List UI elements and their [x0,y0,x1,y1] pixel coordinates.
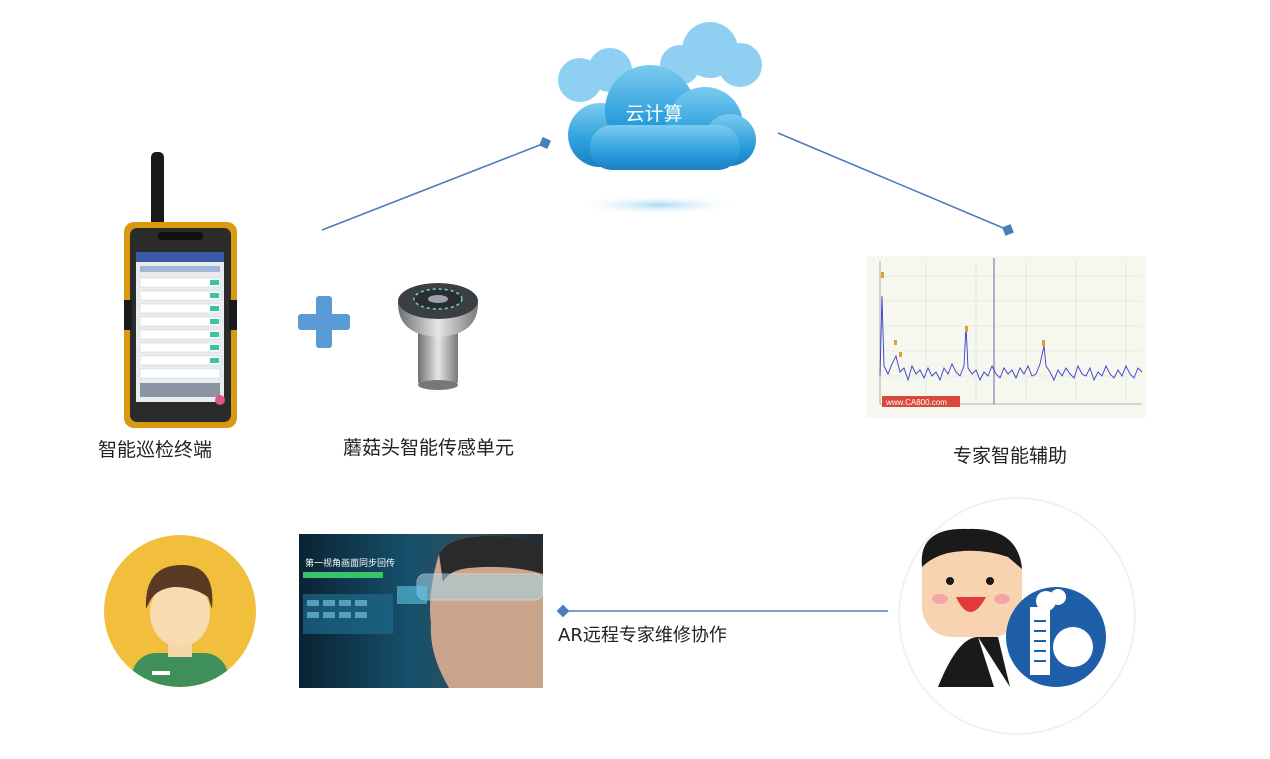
ar-scene-graphic [303,535,543,688]
mushroom-sensor [390,275,485,390]
sensor-icon [398,283,478,390]
rugged-phone-icon [124,152,237,428]
terminal-label: 智能巡检终端 [98,439,213,461]
terminal-to-cloud-arrow [321,137,551,231]
worker-avatar [104,535,256,687]
spectrum-plot: www.CA800.com [879,258,1143,407]
cloud-label: 云计算 [625,103,683,125]
plus-icon [298,296,350,348]
expert-assist-label: 专家智能辅助 [953,445,1068,467]
cloud-computing-node: 云计算 [540,15,775,220]
ar-overlay-text: 第一视角画面同步回传 [305,559,396,569]
cloud-icon [558,22,762,215]
cloud-to-expert-arrow [777,132,1014,236]
sensor-label: 蘑菇头智能传感单元 [343,437,515,459]
ar-collaboration-label: AR远程专家维修协作 [558,625,727,646]
ar-glasses-photo: 第一视角画面同步回传 [299,534,543,688]
inspection-terminal [118,150,243,430]
expert-cartoon-icon [898,497,1136,735]
spectrum-watermark: www.CA800.com [885,398,947,407]
expert-avatar [898,497,1136,735]
person-avatar-icon [104,535,256,687]
spectrum-screenshot: www.CA800.com [866,256,1146,418]
